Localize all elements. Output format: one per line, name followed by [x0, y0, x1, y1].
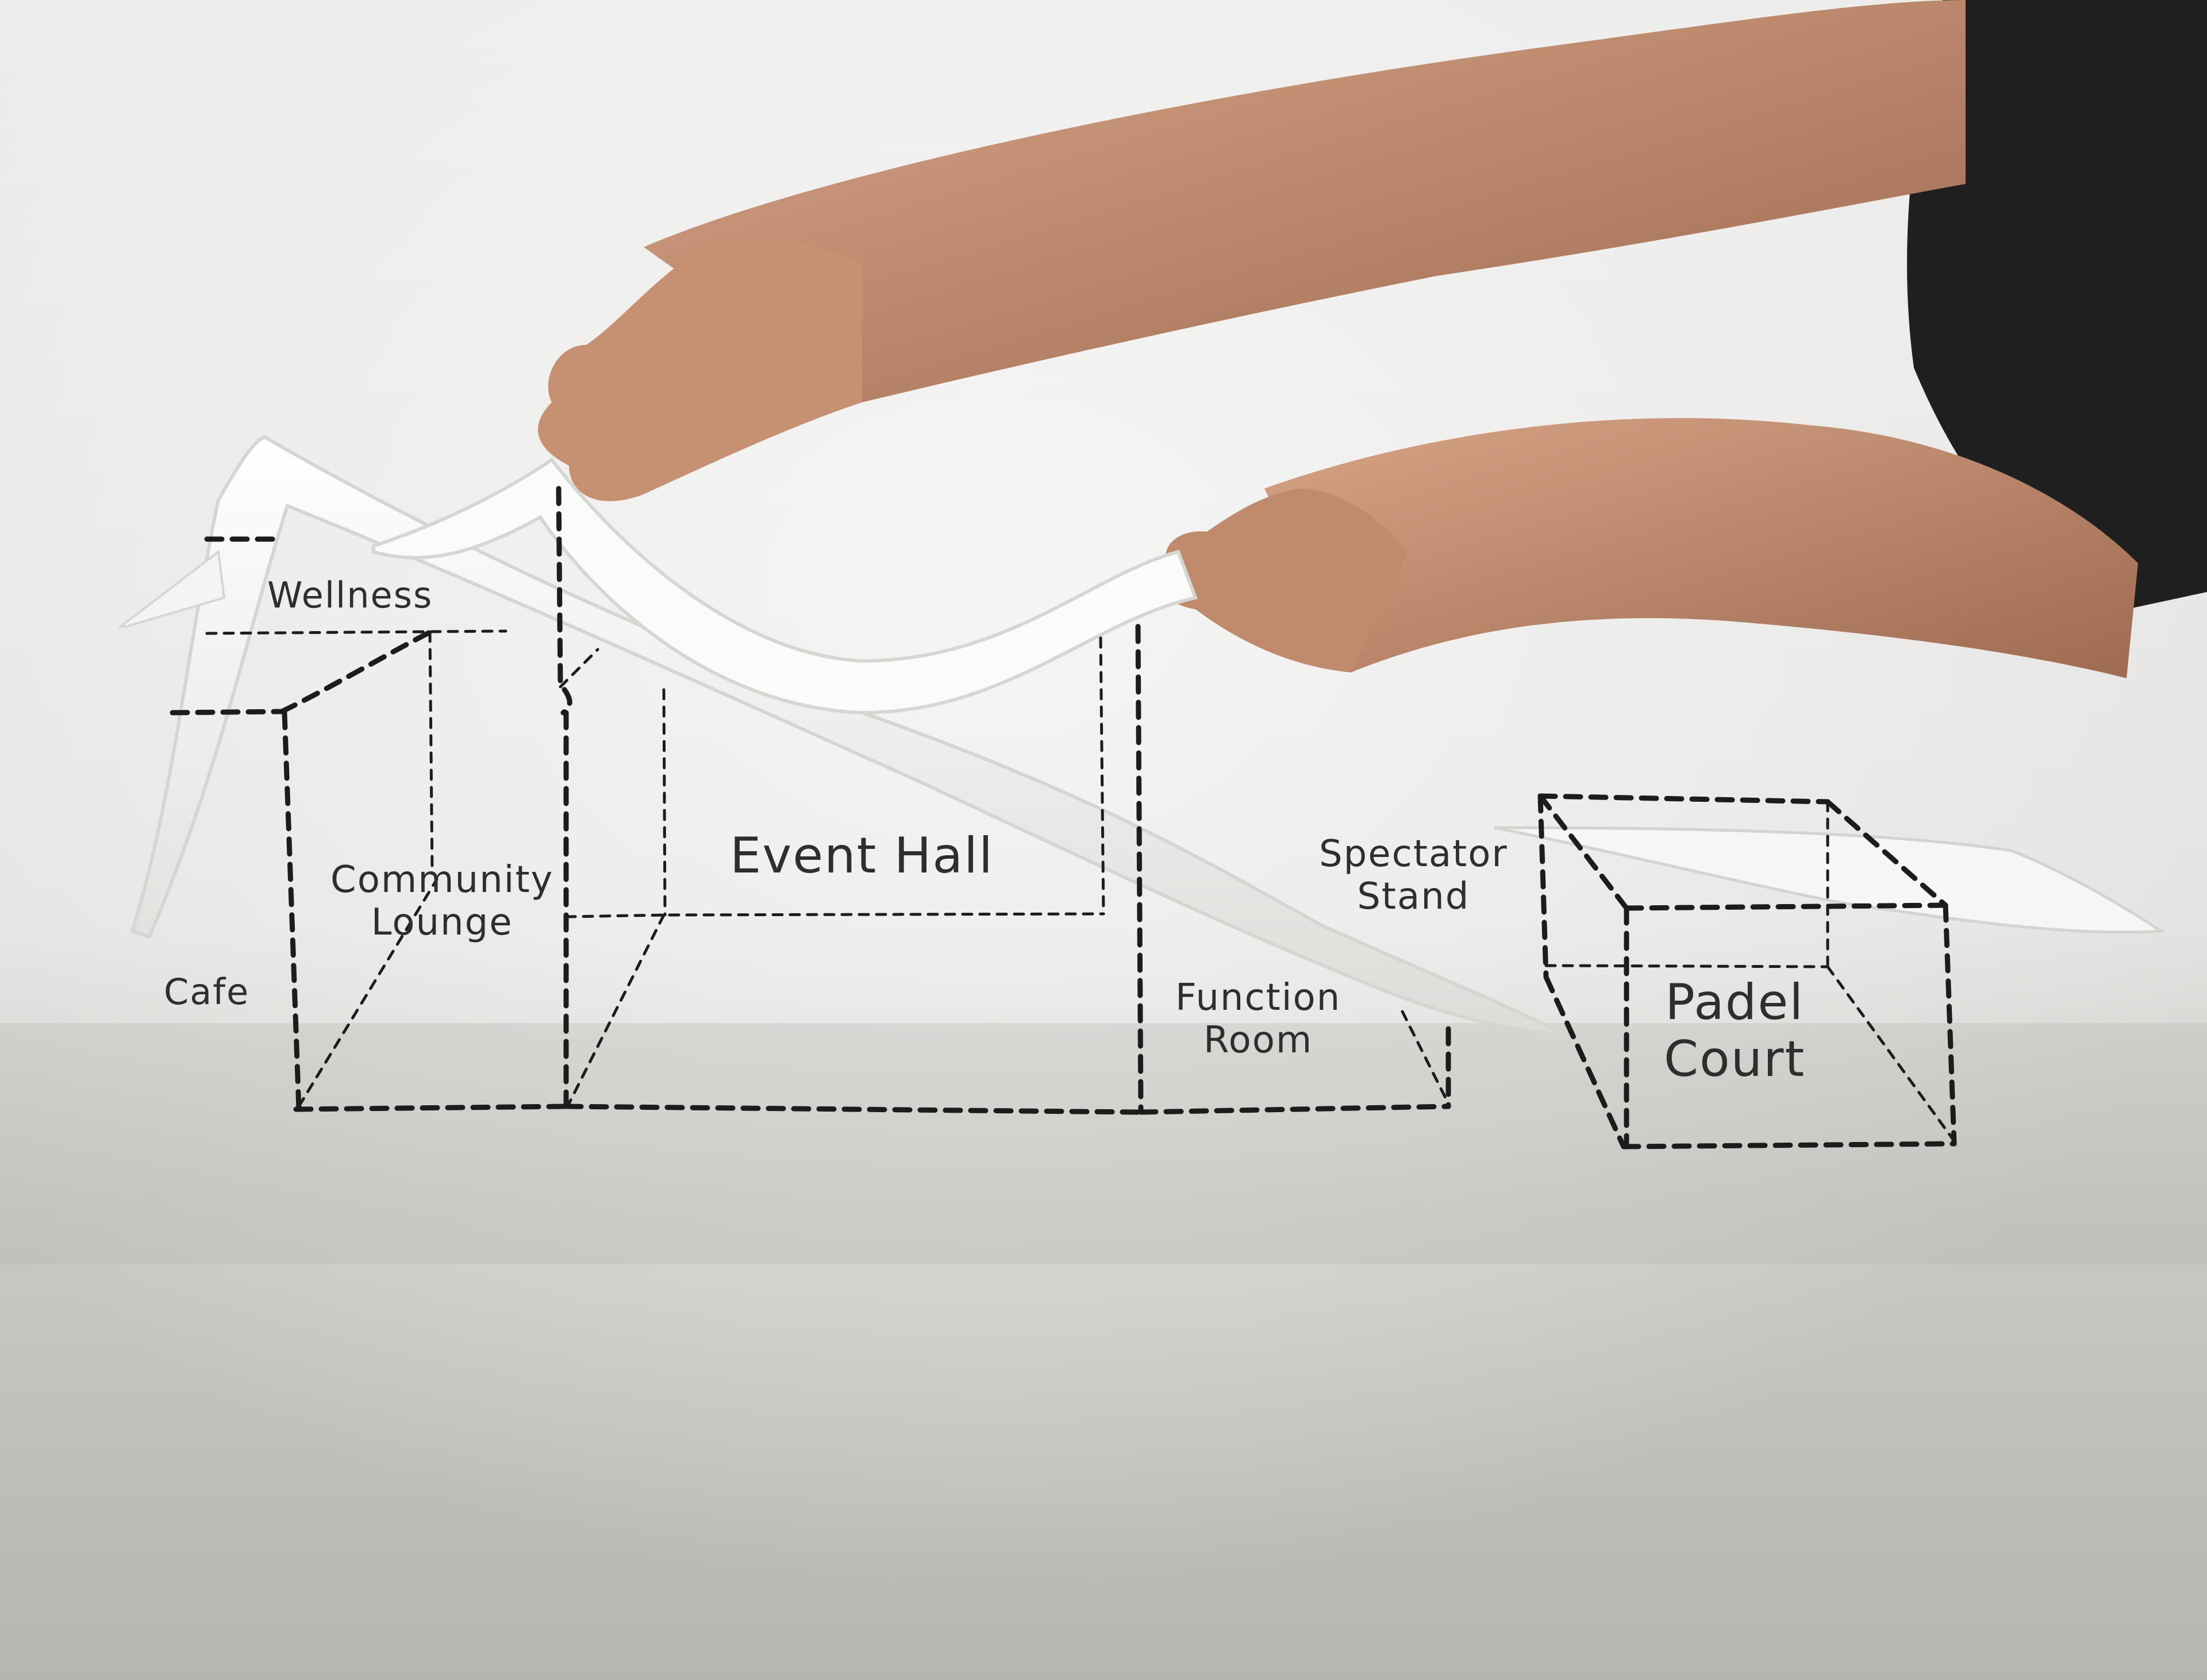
- paper-model-main-strip: [130, 435, 1564, 1036]
- sleeve-shape: [1907, 0, 2207, 609]
- label-cafe: Cafe: [164, 971, 250, 1013]
- label-padel-court: Padel Court: [1664, 974, 1806, 1088]
- label-function-room: Function Room: [1175, 977, 1341, 1062]
- label-spectator-stand: Spectator Stand: [1319, 833, 1508, 918]
- label-event-hall: Event Hall: [730, 827, 994, 885]
- paper-model-tab-left: [117, 549, 226, 628]
- label-community-lounge: Community Lounge: [330, 859, 554, 944]
- lower-hand-shape: [1159, 489, 1408, 672]
- sketch-lines: [170, 486, 1957, 1150]
- label-wellness: Wellness: [267, 574, 433, 616]
- upper-hand-shape: [538, 239, 862, 501]
- lower-arm-shape: [1264, 418, 2138, 678]
- upper-arm-shape: [644, 0, 1966, 402]
- paper-model-arch-strip: [372, 457, 1198, 715]
